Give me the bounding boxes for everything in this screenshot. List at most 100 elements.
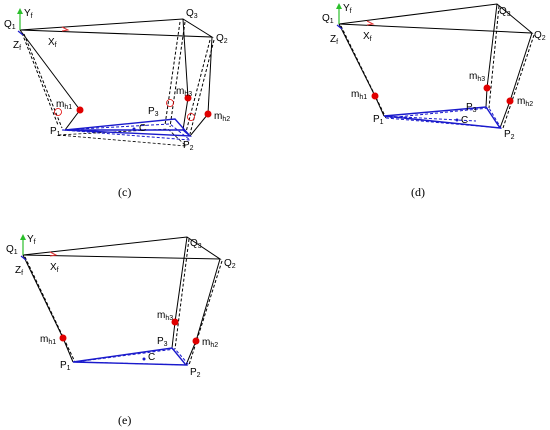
panel-d-label-yf: Yf bbox=[343, 3, 352, 15]
panel-d: Q1 Yf Zf Xf Q3 Q2 mh1 mh3 mh2 P1 P2 P3 C bbox=[322, 3, 546, 141]
panel-e-label-q3: Q3 bbox=[190, 238, 202, 250]
panel-e-label-q1: Q1 bbox=[6, 244, 18, 256]
panel-c-label-p2: P2 bbox=[183, 140, 194, 152]
panel-c-label-p3: P3 bbox=[148, 106, 159, 118]
panel-e-top-frame bbox=[22, 236, 222, 260]
panel-c-label-q1: Q1 bbox=[4, 19, 16, 31]
panel-e-platform bbox=[72, 347, 188, 366]
panel-c: Q1 Yf Zf Xf Q3 Q2 mh1 mh3 mh2 P1 P2 P3 C bbox=[4, 8, 230, 152]
caption-e: (e) bbox=[118, 413, 131, 427]
panel-e-mass-1 bbox=[59, 334, 67, 342]
panel-e-label-zf: Zf bbox=[15, 265, 23, 277]
panel-d-cable-2-dashed bbox=[502, 34, 535, 129]
panel-e-cable-3b bbox=[171, 321, 176, 349]
panel-c-label-yf: Yf bbox=[24, 8, 33, 20]
panel-e-cable-3-dashed bbox=[174, 238, 190, 350]
panel-d-mass-2 bbox=[506, 97, 514, 105]
panel-c-mass-2-open bbox=[187, 113, 195, 121]
panel-c-label-zf: Zf bbox=[13, 40, 21, 52]
panel-e-cable-2 bbox=[195, 258, 221, 342]
panel-c-mass-3 bbox=[184, 94, 192, 102]
panel-d-label-c: C bbox=[461, 115, 468, 126]
panel-e-axis-y-arrow bbox=[20, 234, 26, 240]
panel-c-mass-3-open bbox=[166, 99, 174, 107]
panel-e-center-dot bbox=[142, 357, 146, 361]
panel-d-label-mh1: mh1 bbox=[351, 89, 367, 101]
panel-e: Q1 Yf Zf Xf Q3 Q2 mh1 mh3 mh2 P1 P2 P3 C bbox=[6, 234, 236, 379]
panel-d-cable-2b bbox=[499, 100, 511, 129]
panel-d-label-q1: Q1 bbox=[322, 13, 334, 25]
panel-c-center-dot bbox=[132, 127, 136, 131]
panel-d-axis-z bbox=[336, 24, 343, 30]
panel-c-cable-2-dashed bbox=[185, 39, 211, 133]
panel-e-mass-2 bbox=[192, 337, 200, 345]
panel-e-label-c: C bbox=[148, 352, 155, 363]
panel-e-label-p3: P3 bbox=[157, 336, 168, 348]
panel-e-cable-2b bbox=[185, 340, 197, 366]
panel-c-cable-3-dashed-b bbox=[169, 21, 186, 128]
panel-c-label-mh3: mh3 bbox=[176, 86, 192, 98]
panel-d-cable-3-dashed bbox=[488, 5, 500, 109]
panel-c-mass-1-open bbox=[54, 108, 62, 116]
panel-c-axis-z bbox=[17, 30, 24, 36]
panel-c-label-p1: P1 bbox=[50, 126, 61, 138]
panel-d-label-q2: Q2 bbox=[534, 30, 546, 42]
panel-d-label-p3: P3 bbox=[466, 102, 477, 114]
panel-c-platform-dashed bbox=[61, 123, 192, 141]
panel-c-platform-dashed-black bbox=[57, 128, 188, 147]
caption-c: (c) bbox=[118, 185, 131, 199]
panel-c-label-c: C bbox=[139, 123, 146, 134]
panel-c-label-q3: Q3 bbox=[186, 8, 198, 20]
panel-d-label-mh2: mh2 bbox=[517, 96, 533, 108]
panel-e-label-mh3: mh3 bbox=[157, 310, 173, 322]
panel-d-platform bbox=[383, 106, 502, 129]
panel-d-cable-3 bbox=[486, 3, 498, 89]
panel-d-top-frame bbox=[338, 3, 534, 34]
panel-d-label-zf: Zf bbox=[330, 34, 338, 46]
panel-c-axis-y-arrow bbox=[17, 8, 23, 14]
panel-e-axis-z bbox=[20, 255, 27, 261]
panel-c-label-q2: Q2 bbox=[216, 33, 228, 45]
panel-e-label-p1: P1 bbox=[60, 360, 71, 372]
panel-e-label-p2: P2 bbox=[190, 367, 201, 379]
panel-c-mass-2 bbox=[204, 110, 212, 118]
panel-d-label-p1: P1 bbox=[373, 114, 384, 126]
panel-c-cable-1 bbox=[19, 29, 81, 111]
panel-d-platform-dashed bbox=[385, 107, 502, 129]
panel-e-cable-1b bbox=[62, 337, 74, 363]
panel-d-label-xf: Xf bbox=[363, 31, 372, 43]
panel-c-cable-3b bbox=[182, 97, 189, 131]
panel-c-top-frame bbox=[19, 18, 214, 38]
panel-d-mass-1 bbox=[371, 92, 379, 100]
panel-c-cable-2 bbox=[207, 36, 213, 115]
panel-c-label-xf: Xf bbox=[48, 37, 57, 49]
panel-d-label-mh3: mh3 bbox=[469, 71, 485, 83]
panel-e-cable-1 bbox=[22, 254, 64, 339]
panel-e-mass-3 bbox=[171, 318, 179, 326]
panel-c-label-mh1: mh1 bbox=[56, 99, 72, 111]
caption-d: (d) bbox=[411, 185, 425, 199]
panel-c-mass-1 bbox=[76, 106, 84, 114]
panel-c-platform-edge bbox=[64, 118, 191, 137]
panel-c-cable-1-dashed-b bbox=[23, 33, 63, 129]
panel-e-label-mh2: mh2 bbox=[202, 337, 218, 349]
panel-d-cable-2 bbox=[509, 32, 533, 102]
panel-d-cable-1-dashed bbox=[340, 25, 387, 119]
panel-d-label-q3: Q3 bbox=[499, 6, 511, 18]
panel-e-cable-3 bbox=[174, 236, 188, 323]
panel-c-cable-2b bbox=[189, 113, 209, 137]
panel-d-center-dot bbox=[455, 118, 459, 122]
panel-e-label-q2: Q2 bbox=[224, 258, 236, 270]
panel-e-label-yf: Yf bbox=[27, 234, 36, 246]
panel-c-label-mh2: mh2 bbox=[214, 111, 230, 123]
panel-e-axis-x-arc bbox=[49, 251, 58, 257]
panel-d-platform-inner bbox=[383, 115, 477, 122]
panel-e-label-mh1: mh1 bbox=[40, 334, 56, 346]
panel-d-cable-1 bbox=[338, 23, 376, 97]
panel-d-label-p2: P2 bbox=[504, 129, 515, 141]
panel-e-cable-2-dashed bbox=[188, 260, 223, 366]
panel-e-cable-1-dashed bbox=[24, 256, 76, 363]
panel-c-axis-x-arc bbox=[61, 26, 70, 32]
panel-c-cable-3-dashed bbox=[164, 21, 181, 126]
